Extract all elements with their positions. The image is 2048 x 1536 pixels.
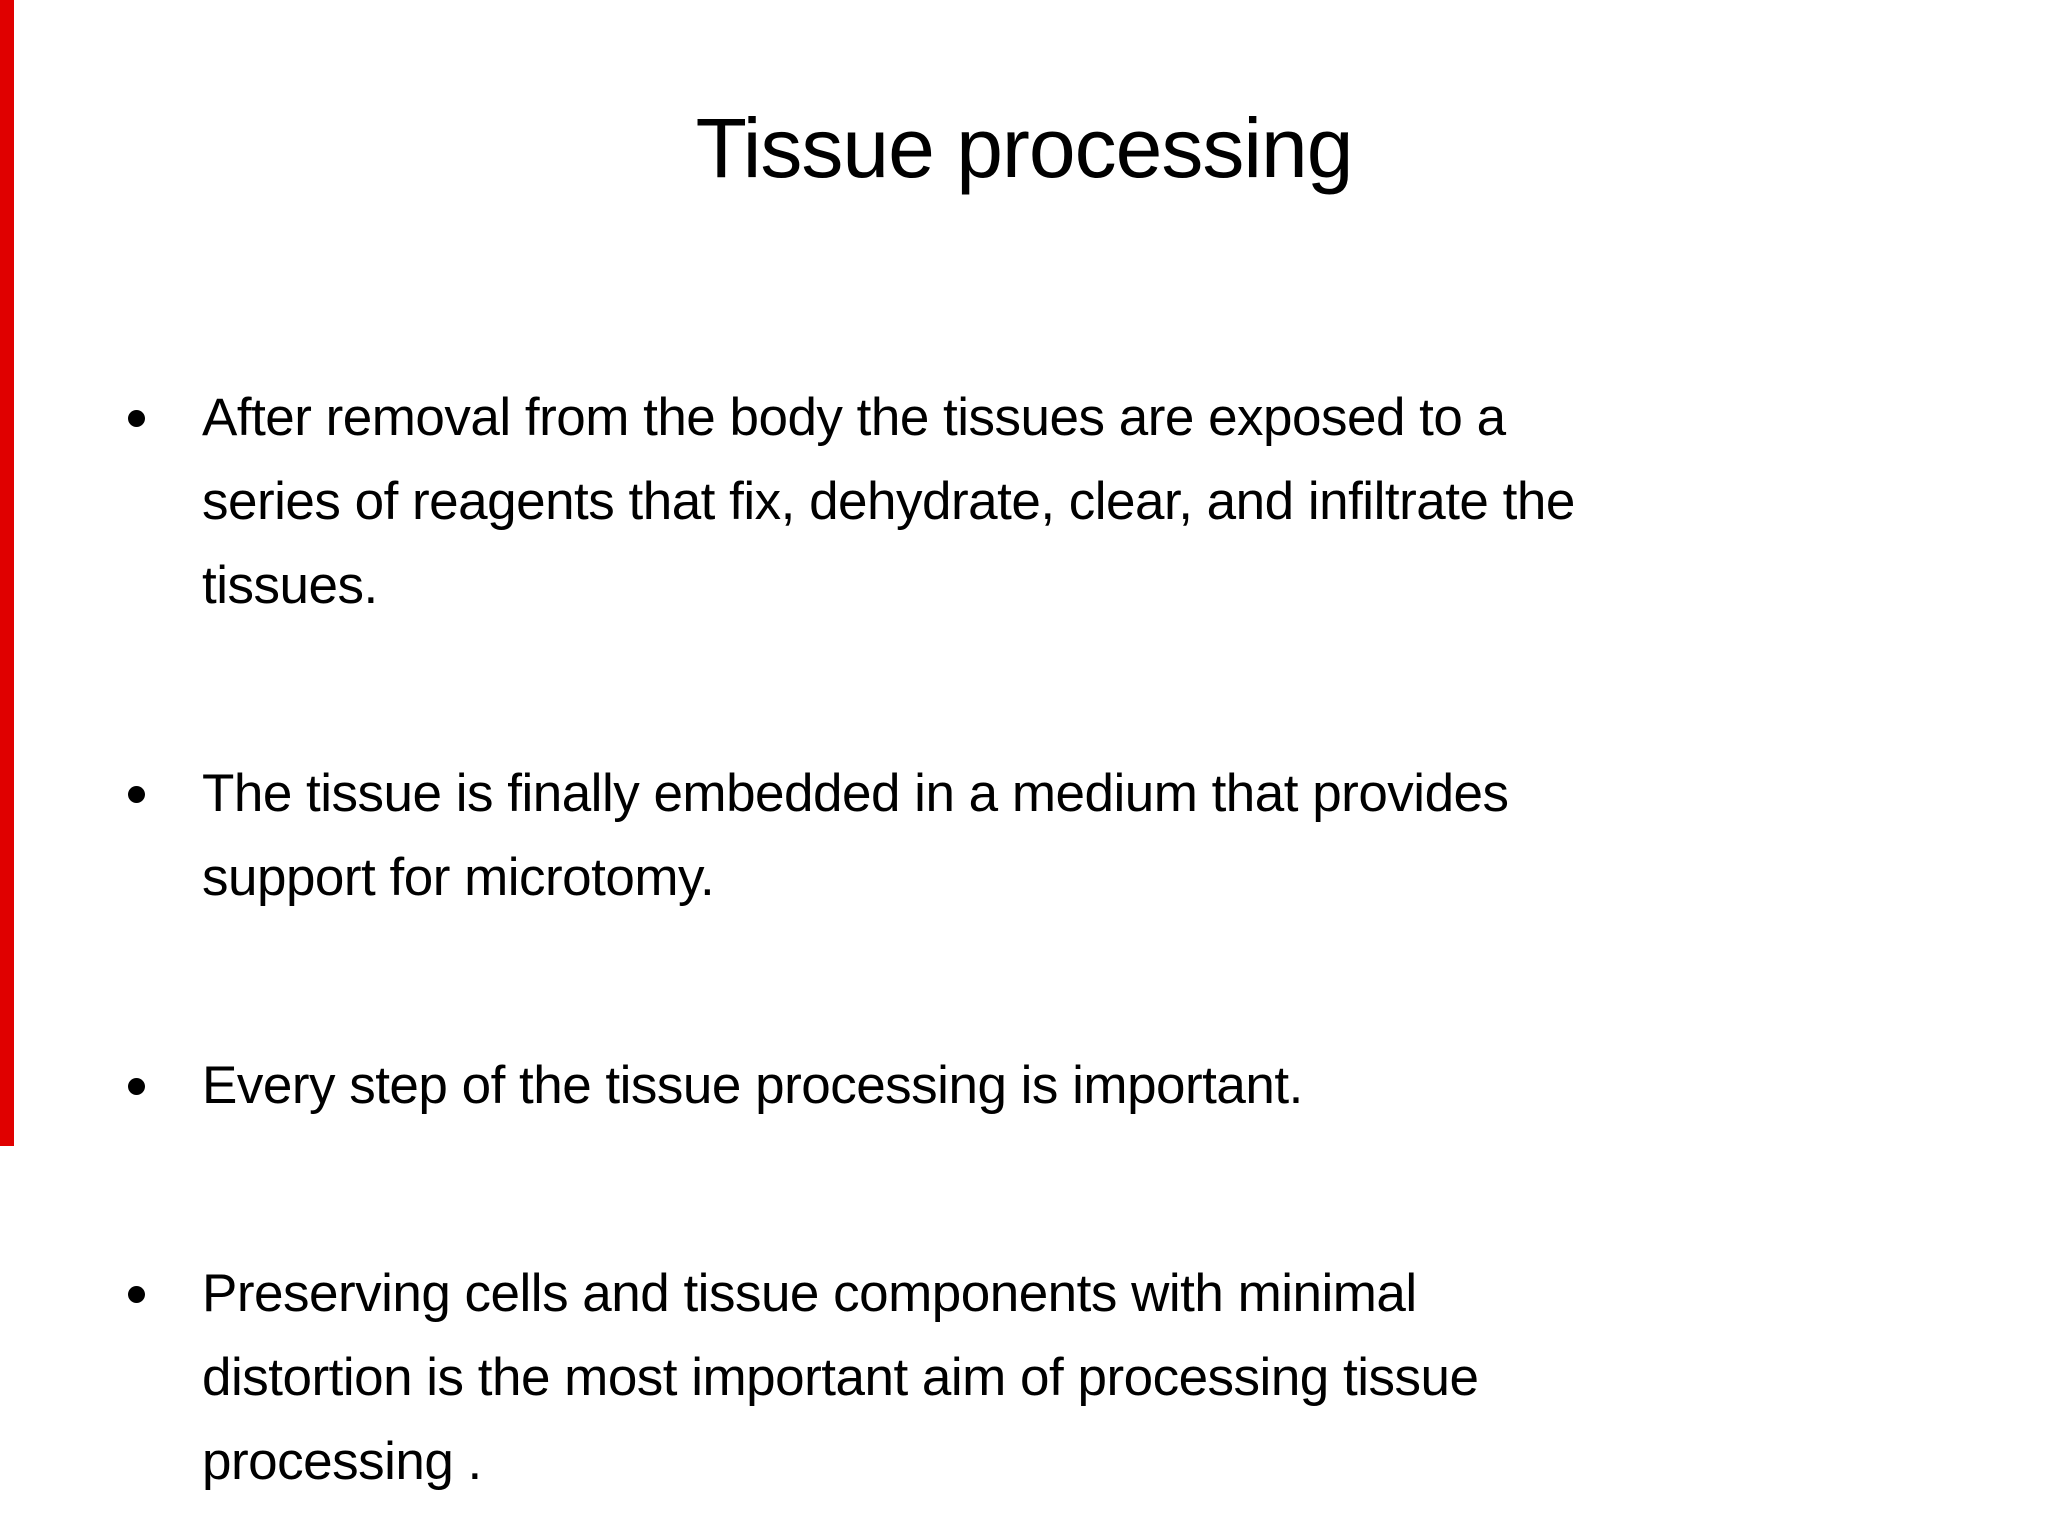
bullet-item: After removal from the body the tissues … <box>128 376 1918 628</box>
bullet-line: After removal from the body the tissues … <box>202 388 1506 447</box>
bullet-text: Preserving cells and tissue components w… <box>202 1252 1918 1504</box>
bullet-dot <box>128 786 145 803</box>
bullet-line: Every step of the tissue processing is i… <box>202 1056 1303 1115</box>
bullet-item: Preserving cells and tissue components w… <box>128 1252 1918 1504</box>
bullet-line: tissues. <box>202 556 378 615</box>
bullet-line: Preserving cells and tissue components w… <box>202 1264 1417 1323</box>
bullet-text: The tissue is finally embedded in a medi… <box>202 752 1918 920</box>
bullet-line: The tissue is finally embedded in a medi… <box>202 764 1509 823</box>
bullet-line: support for microtomy. <box>202 848 715 907</box>
bullet-item: Every step of the tissue processing is i… <box>128 1044 1918 1128</box>
bullet-line: distortion is the most important aim of … <box>202 1348 1479 1407</box>
bullet-dot <box>128 1078 145 1095</box>
bullet-dot <box>128 410 145 427</box>
bullet-item: The tissue is finally embedded in a medi… <box>128 752 1918 920</box>
bullet-text: After removal from the body the tissues … <box>202 376 1918 628</box>
bullet-line: processing . <box>202 1432 482 1491</box>
slide-title: Tissue processing <box>695 101 1354 195</box>
bullet-line: series of reagents that fix, dehydrate, … <box>202 472 1575 531</box>
bullet-list: After removal from the body the tissues … <box>128 376 1918 1536</box>
red-edge-stripe <box>0 0 14 1146</box>
bullet-dot <box>128 1286 145 1303</box>
bullet-text: Every step of the tissue processing is i… <box>202 1044 1918 1128</box>
